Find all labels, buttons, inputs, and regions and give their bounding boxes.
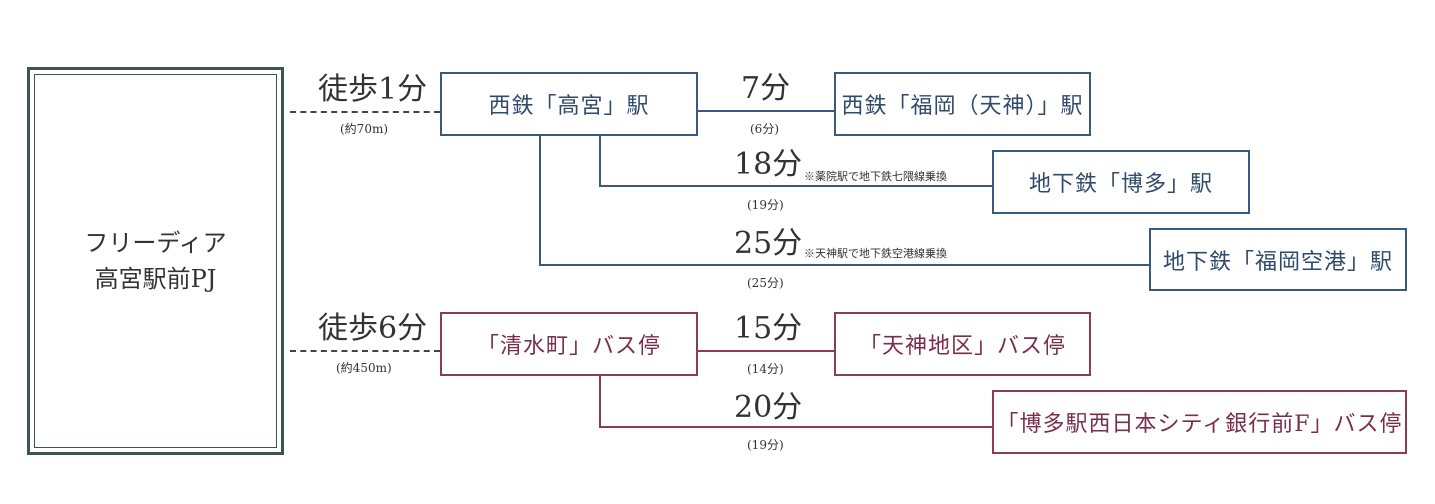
route-subtime-tenjin-chiku: (14分) — [747, 362, 784, 376]
route-time-tenjin: 7分 — [741, 71, 791, 106]
route-note-hakata: ※薬院駅で地下鉄七隈線乗換 — [804, 170, 947, 183]
busstop-tenjin-chiku: 「天神地区」バス停 — [834, 312, 1091, 376]
route-line-hakata-bus-vertical — [599, 376, 601, 428]
route-subtime-tenjin: (6分) — [750, 122, 779, 136]
route-line-tenjin-chiku — [698, 350, 834, 352]
route-subtime-hakata: (19分) — [747, 198, 784, 212]
busstop-shimizumachi: 「清水町」バス停 — [440, 312, 698, 376]
walk-distance-station: (約70m) — [340, 122, 389, 136]
station-fukuoka-tenjin: 西鉄「福岡（天神）」駅 — [834, 72, 1091, 136]
property-name-line1: フリーディア — [84, 229, 227, 257]
station-hakata: 地下鉄「博多」駅 — [992, 150, 1250, 214]
property-inner-frame: フリーディア 高宮駅前PJ — [34, 74, 277, 448]
station-fukuoka-airport: 地下鉄「福岡空港」駅 — [1149, 228, 1407, 291]
route-subtime-hakata-bus: (19分) — [747, 438, 784, 452]
route-time-hakata-bus: 20分 — [734, 390, 803, 425]
route-line-hakata — [599, 185, 992, 187]
busstop-shimizumachi-label: 「清水町」バス停 — [476, 334, 661, 359]
station-takamiya: 西鉄「高宮」駅 — [440, 72, 698, 136]
property-name-line2: 高宮駅前PJ — [94, 265, 217, 293]
busstop-hakata-nishinihon: 「博多駅西日本シティ銀行前F」バス停 — [992, 390, 1407, 454]
route-time-airport: 25分 — [734, 226, 803, 261]
station-hakata-label: 地下鉄「博多」駅 — [1028, 172, 1213, 197]
walk-distance-bus: (約450m) — [336, 361, 392, 375]
route-line-airport — [539, 264, 1149, 266]
station-fukuoka-tenjin-label: 西鉄「福岡（天神）」駅 — [841, 94, 1084, 119]
route-time-tenjin-chiku: 15分 — [734, 311, 803, 346]
route-note-airport: ※天神駅で地下鉄空港線乗換 — [804, 247, 947, 260]
route-time-hakata: 18分 — [734, 147, 803, 182]
route-line-tenjin — [698, 110, 834, 112]
walk-line-station — [290, 111, 440, 113]
walk-time-station: 徒歩1分 — [318, 72, 428, 107]
station-fukuoka-airport-label: 地下鉄「福岡空港」駅 — [1162, 249, 1393, 275]
busstop-tenjin-chiku-label: 「天神地区」バス停 — [858, 334, 1066, 359]
walk-time-bus: 徒歩6分 — [318, 311, 428, 346]
property-box: フリーディア 高宮駅前PJ — [27, 67, 284, 455]
route-line-hakata-vertical — [599, 136, 601, 187]
route-subtime-airport: (25分) — [747, 276, 784, 290]
walk-line-bus — [290, 350, 440, 352]
busstop-hakata-nishinihon-label: 「博多駅西日本シティ銀行前F」バス停 — [996, 412, 1403, 437]
route-line-hakata-bus — [599, 426, 992, 428]
route-line-airport-vertical — [539, 136, 541, 266]
station-takamiya-label: 西鉄「高宮」駅 — [488, 94, 650, 119]
